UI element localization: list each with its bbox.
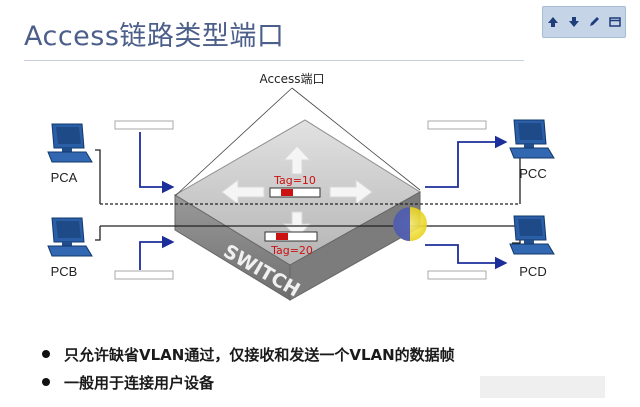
arrows-left <box>139 132 175 270</box>
window-icon[interactable] <box>607 14 623 30</box>
pc-a-label: PCA <box>51 170 78 185</box>
frame-pca <box>114 120 174 130</box>
frame-pcb <box>114 270 174 280</box>
title-divider <box>24 60 524 61</box>
frame-pcc <box>427 120 487 130</box>
pc-b-icon <box>47 217 93 257</box>
access-port-label: Access端口 <box>259 72 324 86</box>
access-port-callout <box>174 87 421 197</box>
pc-c-icon <box>509 119 555 159</box>
arrow-down-icon[interactable] <box>566 14 582 30</box>
access-port-diagram: SWITCH Access端口 Tag=10 Tag=20 <box>47 72 555 302</box>
switch-device <box>174 119 421 301</box>
bullet-item: 一般用于连接用户设备 <box>42 368 455 396</box>
tag-frame-bottom <box>264 231 318 242</box>
tag-frame-top <box>269 187 321 198</box>
pc-d-icon <box>509 215 555 255</box>
bullet-dot-icon <box>42 350 50 358</box>
tag-bottom-label: Tag=20 <box>270 244 313 257</box>
pc-d-label: PCD <box>519 264 546 279</box>
slide-title: Access链路类型端口 <box>24 21 285 52</box>
bullet-list: 只允许缺省VLAN通过，仅接收和发送一个VLAN的数据帧 一般用于连接用户设备 <box>42 340 455 396</box>
slide-navigation-bar <box>542 6 626 38</box>
link-lines <box>100 203 520 227</box>
bullet-text: 只允许缺省VLAN通过，仅接收和发送一个VLAN的数据帧 <box>64 345 455 364</box>
pc-c-label: PCC <box>519 166 546 181</box>
bullet-text: 一般用于连接用户设备 <box>64 373 215 392</box>
pen-icon[interactable] <box>586 14 602 30</box>
watermark-area <box>480 376 605 398</box>
bullet-dot-icon <box>42 378 50 386</box>
arrow-up-icon[interactable] <box>545 14 561 30</box>
frame-pcd <box>427 270 487 280</box>
bullet-item: 只允许缺省VLAN通过，仅接收和发送一个VLAN的数据帧 <box>42 340 455 368</box>
arrows-right <box>425 135 508 270</box>
pc-b-label: PCB <box>51 264 78 279</box>
tag-top-label: Tag=10 <box>273 174 316 187</box>
pc-a-icon <box>47 123 93 163</box>
